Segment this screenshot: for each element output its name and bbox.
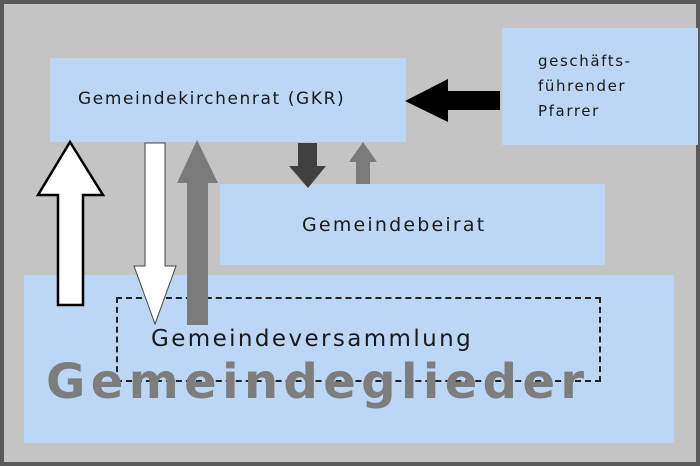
gkr-box — [50, 58, 406, 142]
pfarrer-label-line-3: Pfarrer — [538, 102, 600, 120]
pfarrer-label-line-1: geschäfts- — [538, 52, 632, 70]
gemeindebeirat-label: Gemeindebeirat — [302, 214, 487, 236]
arrow-hollow-down — [133, 142, 177, 326]
gemeindebeirat-box — [220, 184, 605, 265]
gkr-label: Gemeindekirchenrat (GKR) — [78, 89, 346, 109]
arrow-gkr-to-beirat — [289, 143, 326, 188]
pfarrer-box — [502, 28, 698, 145]
gemeindeglieder-label: Gemeindeglieder — [46, 354, 590, 410]
arrow-gray-up — [177, 140, 218, 325]
gemeindeversammlung-frame — [116, 297, 601, 382]
arrow-beirat-to-gkr — [349, 142, 377, 184]
pfarrer-label-line-2: führender — [538, 77, 627, 95]
arrow-outline-up — [35, 139, 106, 307]
gemeindeglieder-box — [24, 275, 674, 443]
arrow-pfarrer-to-gkr — [405, 79, 500, 122]
gemeindeversammlung-label: Gemeindeversammlung — [151, 326, 474, 352]
